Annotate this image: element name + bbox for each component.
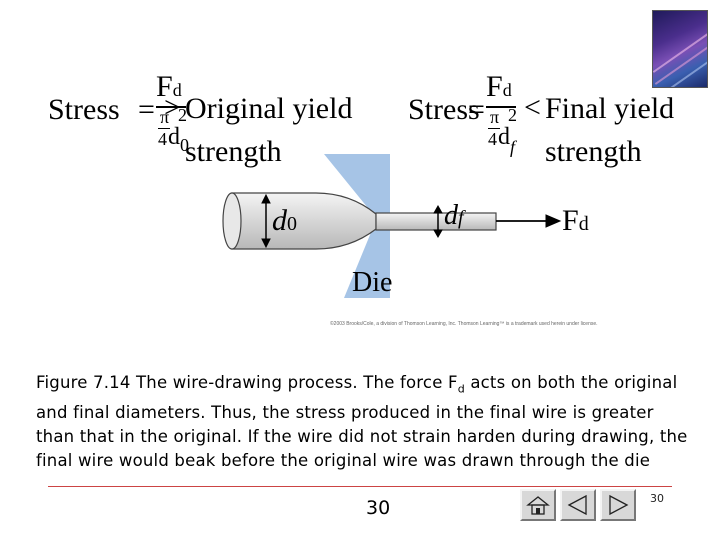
left-compare-line1: Original yield bbox=[185, 92, 353, 125]
wire-drawing-diagram bbox=[222, 154, 562, 298]
right-compare-line1: Final yield bbox=[545, 92, 675, 125]
left-stress-label: Stress bbox=[48, 93, 120, 126]
force-label: Fd bbox=[562, 204, 589, 238]
right-d: d bbox=[498, 124, 510, 150]
right-numerator: Fd bbox=[486, 70, 512, 104]
nav-page-number: 30 bbox=[650, 492, 664, 505]
left-d-subscript: 0 bbox=[180, 135, 189, 155]
copyright-credit: ©2003 Brooks/Cole, a division of Thomson… bbox=[330, 321, 598, 327]
die-top bbox=[324, 154, 390, 213]
right-force-subscript: d bbox=[502, 80, 512, 100]
d0-dimension-arrow bbox=[261, 193, 271, 249]
home-button[interactable] bbox=[520, 489, 556, 521]
right-d-subscript: f bbox=[510, 137, 516, 157]
left-pi: π bbox=[160, 107, 170, 127]
die-label: Die bbox=[352, 267, 393, 298]
right-relation: < bbox=[524, 91, 541, 124]
final-wire bbox=[375, 212, 497, 231]
previous-icon bbox=[567, 494, 587, 516]
df-symbol: d bbox=[444, 200, 458, 231]
left-equals-sign: = bbox=[138, 93, 155, 126]
right-compare-line2: strength bbox=[545, 135, 642, 168]
right-d-sup: 2 bbox=[508, 105, 517, 125]
left-fraction-bar bbox=[156, 106, 186, 108]
caption-part1: Figure 7.14 The wire-drawing process. Th… bbox=[36, 373, 458, 392]
caption-part2: acts on both the original and final diam… bbox=[36, 373, 688, 471]
caption-subscript: d bbox=[457, 382, 465, 396]
home-icon bbox=[526, 496, 550, 515]
next-icon bbox=[609, 494, 629, 516]
right-pi: π bbox=[490, 107, 500, 127]
d0-symbol: d bbox=[272, 204, 287, 237]
force-label-symbol: F bbox=[562, 204, 579, 237]
figure-caption: Figure 7.14 The wire-drawing process. Th… bbox=[36, 371, 696, 473]
right-stress-label: Stress bbox=[408, 93, 480, 126]
left-force-subscript: d bbox=[172, 80, 182, 100]
right-force-symbol: F bbox=[486, 70, 503, 103]
force-arrow bbox=[496, 214, 562, 228]
df-subscript: f bbox=[458, 207, 464, 229]
next-button[interactable] bbox=[600, 489, 636, 521]
left-relation: > bbox=[164, 91, 181, 124]
previous-button[interactable] bbox=[560, 489, 596, 521]
left-numerator: Fd bbox=[156, 70, 182, 104]
left-force-symbol: F bbox=[156, 70, 173, 103]
footer-divider bbox=[48, 486, 672, 487]
left-d-sup: 2 bbox=[178, 105, 187, 125]
right-equals-sign: = bbox=[468, 93, 485, 126]
book-cover-thumbnail bbox=[652, 10, 708, 88]
left-four: 4 bbox=[158, 129, 167, 149]
d0-subscript: 0 bbox=[287, 213, 297, 235]
original-wire bbox=[231, 192, 377, 250]
df-dimension-arrow bbox=[433, 204, 443, 239]
left-small-bar bbox=[158, 128, 170, 129]
left-d: d bbox=[168, 124, 180, 150]
force-label-subscript: d bbox=[578, 213, 589, 235]
right-fraction-bar bbox=[486, 106, 516, 108]
d0-label: d0 bbox=[272, 204, 297, 238]
wire-end bbox=[222, 192, 242, 250]
right-small-bar bbox=[488, 128, 500, 129]
left-compare-line2: strength bbox=[185, 135, 282, 168]
die-bottom bbox=[344, 230, 390, 298]
df-label: df bbox=[444, 200, 464, 232]
right-four: 4 bbox=[488, 129, 497, 149]
page-number: 30 bbox=[366, 497, 391, 519]
